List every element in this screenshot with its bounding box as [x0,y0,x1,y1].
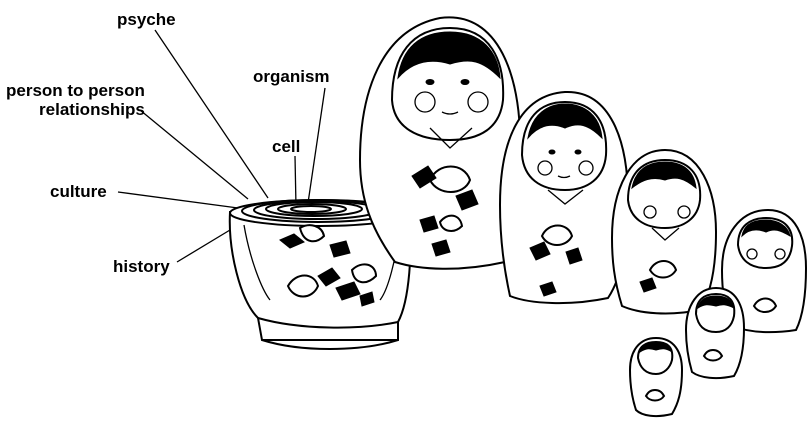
leader-organism [308,88,325,203]
label-history: history [113,257,170,276]
label-organism: organism [253,67,330,86]
leader-psyche [155,30,268,198]
label-psyche: psyche [117,10,176,29]
leader-culture [118,192,238,208]
doll-large [360,17,520,268]
ring-cell [291,206,331,212]
doll-second [500,92,628,303]
leader-person [140,110,248,199]
label-person-line2: relationships [6,100,145,119]
label-culture: culture [50,182,107,201]
label-cell: cell [272,137,300,156]
label-person-to-person: person to person relationships [6,81,145,119]
leader-cell [295,156,296,207]
doll-fifth [686,288,744,378]
label-person-line1: person to person [6,81,145,100]
leader-history [177,230,230,262]
doll-third [612,150,716,313]
doll-smallest [630,338,682,416]
